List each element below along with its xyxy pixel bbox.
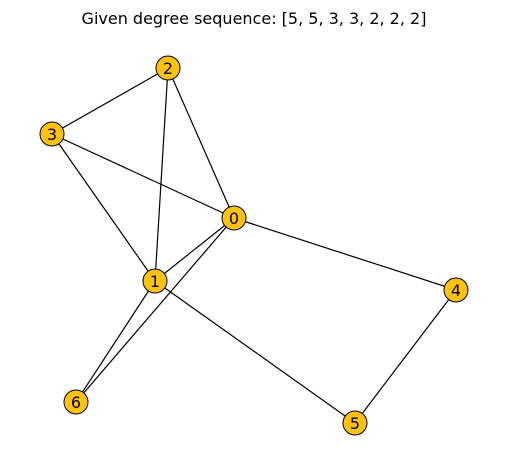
edge-4-5 — [354, 289, 457, 424]
node-3: 3 — [39, 121, 65, 147]
node-5: 5 — [342, 410, 368, 436]
edge-0-3 — [51, 133, 235, 219]
node-circle-6 — [63, 389, 89, 415]
node-label-5: 5 — [350, 414, 360, 433]
node-2: 2 — [155, 55, 181, 81]
node-circle-3 — [39, 121, 65, 147]
edge-1-6 — [75, 280, 156, 403]
edge-layer — [51, 67, 457, 424]
node-label-3: 3 — [47, 125, 57, 144]
node-circle-5 — [342, 410, 368, 436]
node-label-4: 4 — [451, 281, 461, 300]
node-circle-0 — [221, 205, 247, 231]
graph-title: Given degree sequence: [5, 5, 3, 3, 2, 2… — [82, 9, 427, 28]
node-4: 4 — [443, 277, 469, 303]
edge-0-2 — [167, 67, 235, 219]
edge-0-6 — [75, 217, 235, 403]
node-circle-1 — [142, 268, 168, 294]
edge-0-4 — [233, 217, 457, 291]
node-circle-4 — [443, 277, 469, 303]
node-label-2: 2 — [163, 59, 173, 78]
node-label-1: 1 — [150, 272, 160, 291]
edge-1-3 — [51, 133, 156, 282]
edge-2-3 — [51, 67, 169, 135]
edge-1-2 — [154, 67, 169, 282]
node-label-0: 0 — [229, 209, 239, 228]
node-layer: 0 1 2 3 4 5 6 — [39, 55, 469, 436]
node-label-6: 6 — [71, 393, 81, 412]
edge-1-5 — [154, 280, 356, 424]
node-1: 1 — [142, 268, 168, 294]
edge-0-1 — [154, 217, 235, 282]
node-circle-2 — [155, 55, 181, 81]
node-0: 0 — [221, 205, 247, 231]
node-6: 6 — [63, 389, 89, 415]
